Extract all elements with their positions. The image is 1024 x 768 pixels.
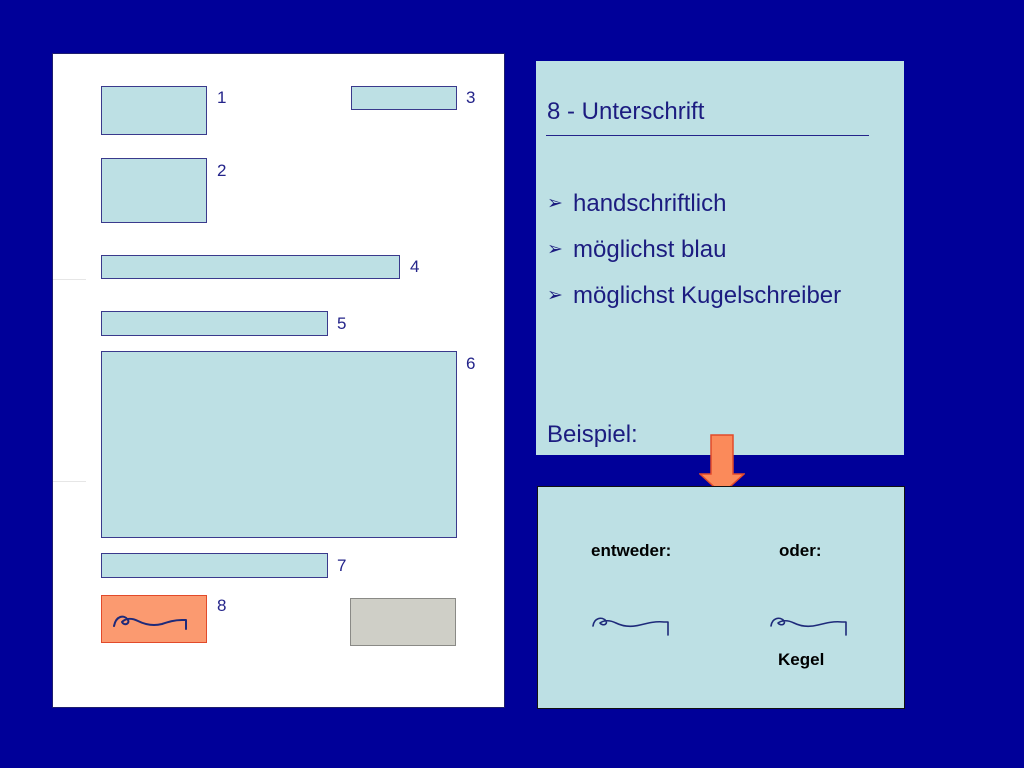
arrow-down-icon [699,434,745,496]
bullet-text: möglichst Kugelschreiber [573,282,842,309]
bullet-item: ➢ handschriftlich [547,190,726,218]
form-field-3 [351,86,457,110]
field-number-5: 5 [337,314,347,333]
form-field-6 [101,351,457,538]
example-label: Beispiel: [547,421,638,448]
bullet-text: möglichst blau [573,236,727,263]
form-sheet: 1 3 2 4 5 6 7 8 [52,53,505,708]
field-number-6: 6 [466,354,476,373]
bullet-arrow-icon: ➢ [547,239,563,260]
info-title: 8 - Unterschrift [547,98,705,125]
signature-icon [770,617,847,636]
field-number-8: 8 [217,596,227,615]
signature-icon [592,617,669,636]
sheet-marker [53,279,86,280]
bullet-item: ➢ möglichst blau [547,236,726,264]
either-label: entweder: [591,541,672,560]
info-panel: 8 - Unterschrift ➢ handschriftlich ➢ mögli… [536,61,904,455]
field-number-1: 1 [217,88,227,107]
form-field-7 [101,553,328,578]
title-underline [546,135,869,136]
field-number-7: 7 [337,556,347,575]
name-label: Kegel [778,650,825,669]
stamp-field [350,598,456,646]
signature-field-8 [101,595,207,643]
form-field-4 [101,255,400,279]
form-field-5 [101,311,328,336]
bullet-arrow-icon: ➢ [547,285,563,306]
form-field-1 [101,86,207,135]
bullet-text: handschriftlich [573,190,727,217]
bullet-arrow-icon: ➢ [547,193,563,214]
field-number-4: 4 [410,257,420,276]
sheet-marker [53,481,86,482]
field-number-3: 3 [466,88,476,107]
signature-icon [113,615,187,630]
or-label: oder: [779,541,822,560]
form-field-2 [101,158,207,223]
bullet-item: ➢ möglichst Kugelschreiber [547,282,841,310]
field-number-2: 2 [217,161,227,180]
example-panel: entweder: oder: Kegel [537,486,905,709]
